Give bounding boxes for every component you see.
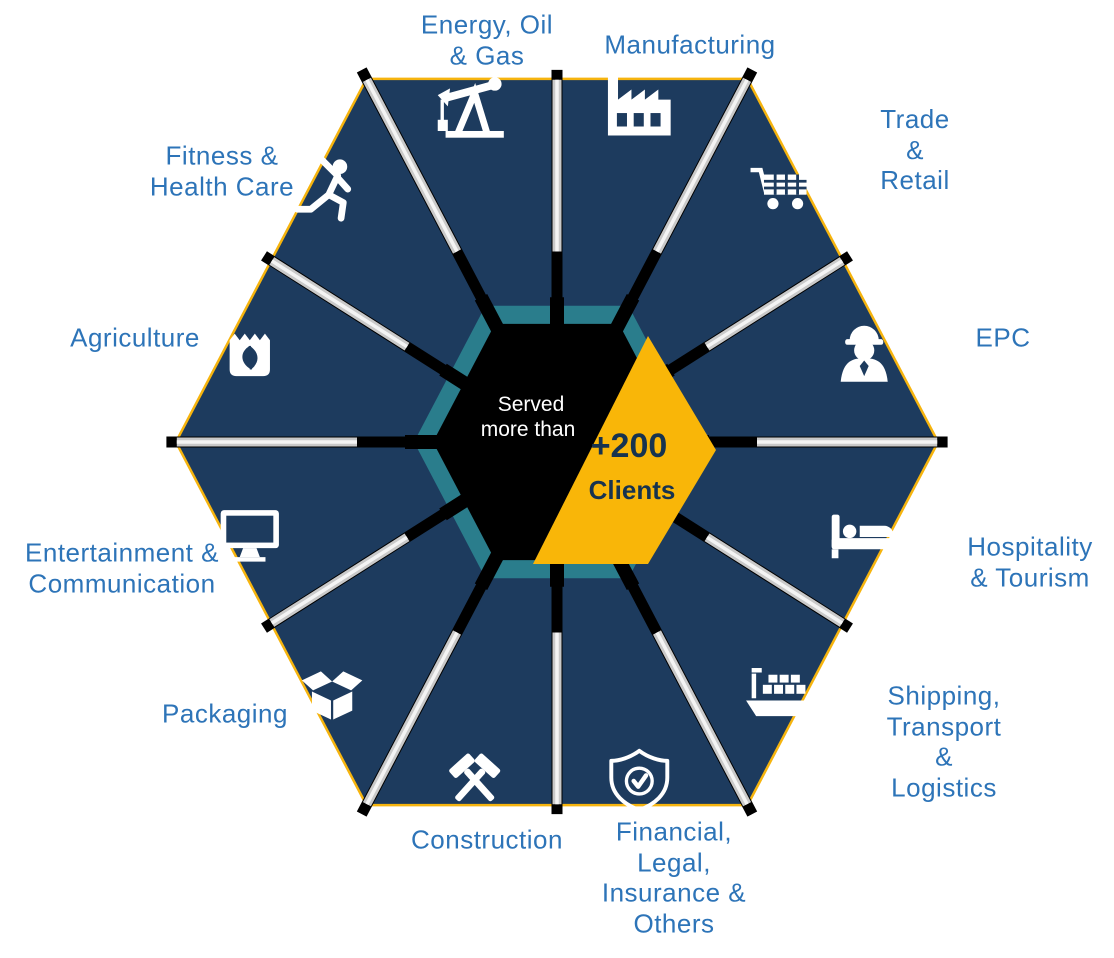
label-energy-oil-gas: Energy, Oil& Gas: [420, 9, 554, 70]
label-shipping-transport-logistics: Shipping,Transport&Logistics: [886, 680, 1002, 803]
open-box-icon: [301, 671, 363, 720]
client-count-label: Clients: [589, 475, 676, 505]
served-text-line2: more than: [481, 418, 576, 441]
center-content: Served more than +200 Clients: [481, 336, 716, 564]
engineer-icon: [840, 325, 888, 382]
client-count: +200: [591, 427, 668, 465]
label-manufacturing: Manufacturing: [604, 29, 776, 60]
label-hospitality-tourism: Hospitality& Tourism: [967, 531, 1093, 592]
cargo-ship-icon: [746, 668, 818, 717]
spokes-layer: [166, 67, 948, 817]
fitness-icon: [294, 156, 352, 222]
label-construction: Construction: [411, 824, 563, 855]
icons-layer: [220, 74, 897, 813]
label-epc: EPC: [975, 322, 1031, 353]
label-trade-retail: Trade&Retail: [880, 103, 950, 196]
label-entertainment-communication: Entertainment &Communication: [25, 537, 219, 598]
seed-bag-icon: [229, 333, 270, 377]
oil-pump-icon: [437, 77, 504, 138]
label-fitness-health-care: Fitness &Health Care: [149, 140, 295, 201]
factory-icon: [607, 74, 671, 136]
monitor-icon: [220, 510, 279, 562]
label-packaging: Packaging: [162, 698, 288, 729]
served-text-line1: Served: [498, 393, 565, 416]
bed-icon: [831, 514, 897, 559]
shield-check-icon: [609, 748, 670, 813]
cart-icon: [750, 167, 807, 210]
label-agriculture: Agriculture: [70, 322, 200, 353]
label-financial-legal-insurance-others: Financial,Legal,Insurance &Others: [601, 816, 747, 939]
center-highlight-shape: [533, 336, 716, 564]
hammers-icon: [449, 753, 501, 802]
